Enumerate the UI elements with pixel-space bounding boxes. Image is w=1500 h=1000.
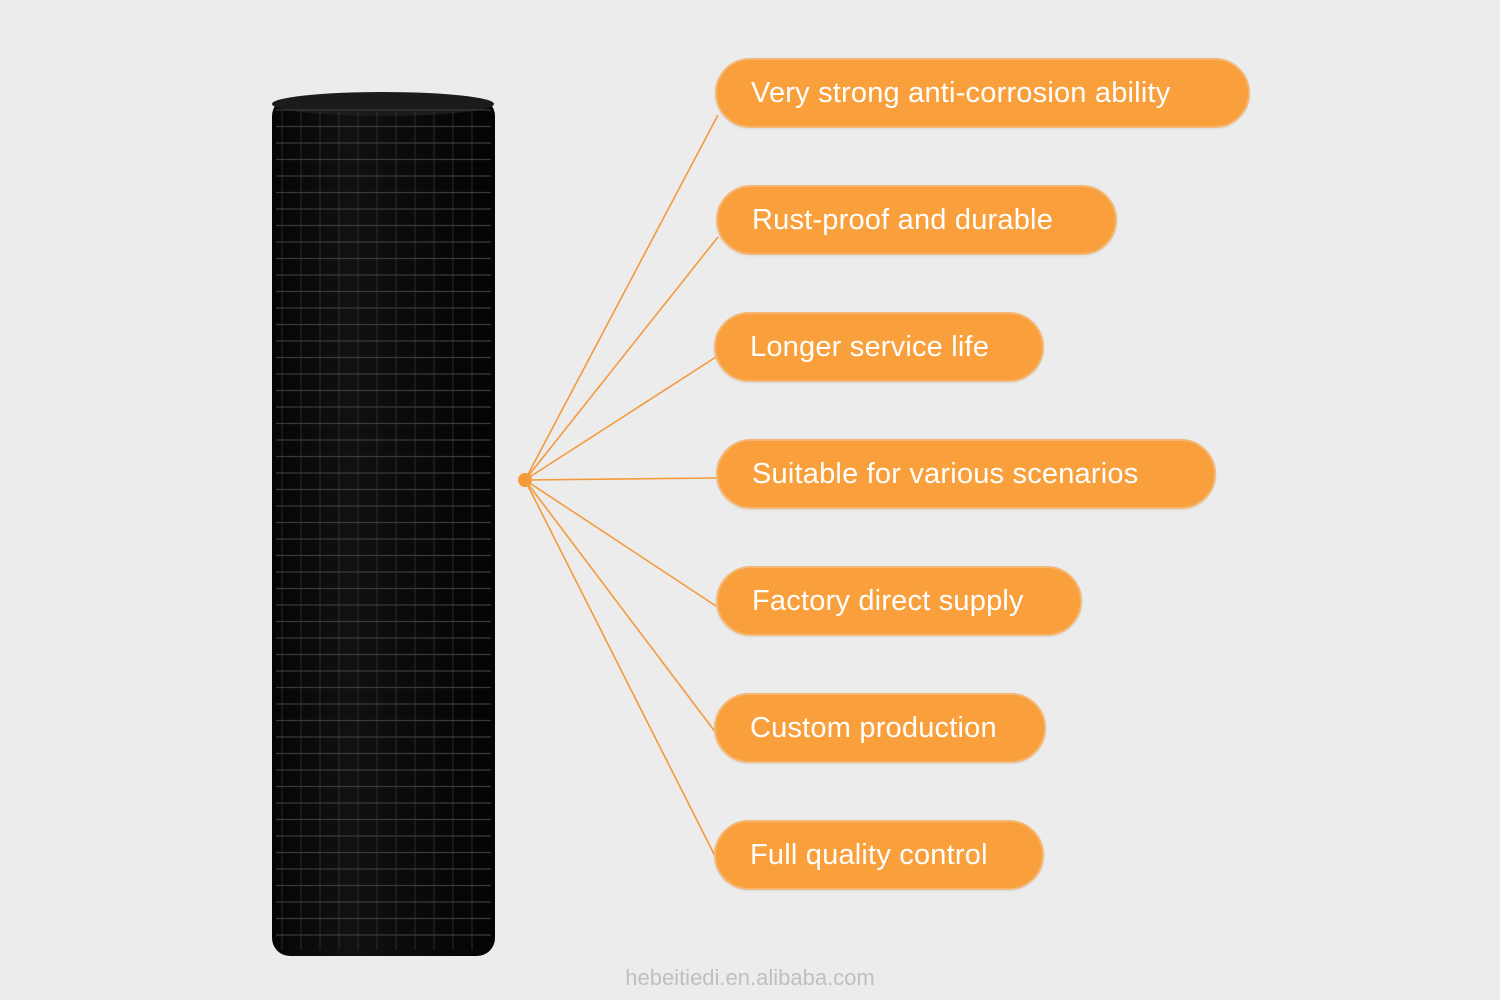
wire-mesh-roll-icon (272, 92, 495, 956)
connector-lines (524, 114, 719, 859)
feature-pill-various-scenarios: Suitable for various scenarios (716, 439, 1216, 509)
feature-pill-custom-production: Custom production (714, 693, 1046, 763)
feature-pill-quality-control: Full quality control (714, 820, 1044, 890)
feature-pill-anti-corrosion: Very strong anti-corrosion ability (715, 58, 1250, 128)
connector-hub-dot (518, 473, 532, 487)
watermark-text: hebeitiedi.en.alibaba.com (625, 965, 875, 990)
feature-pill-factory-direct: Factory direct supply (716, 566, 1082, 636)
feature-pill-rust-proof: Rust-proof and durable (716, 185, 1117, 255)
feature-pill-service-life: Longer service life (714, 312, 1044, 382)
